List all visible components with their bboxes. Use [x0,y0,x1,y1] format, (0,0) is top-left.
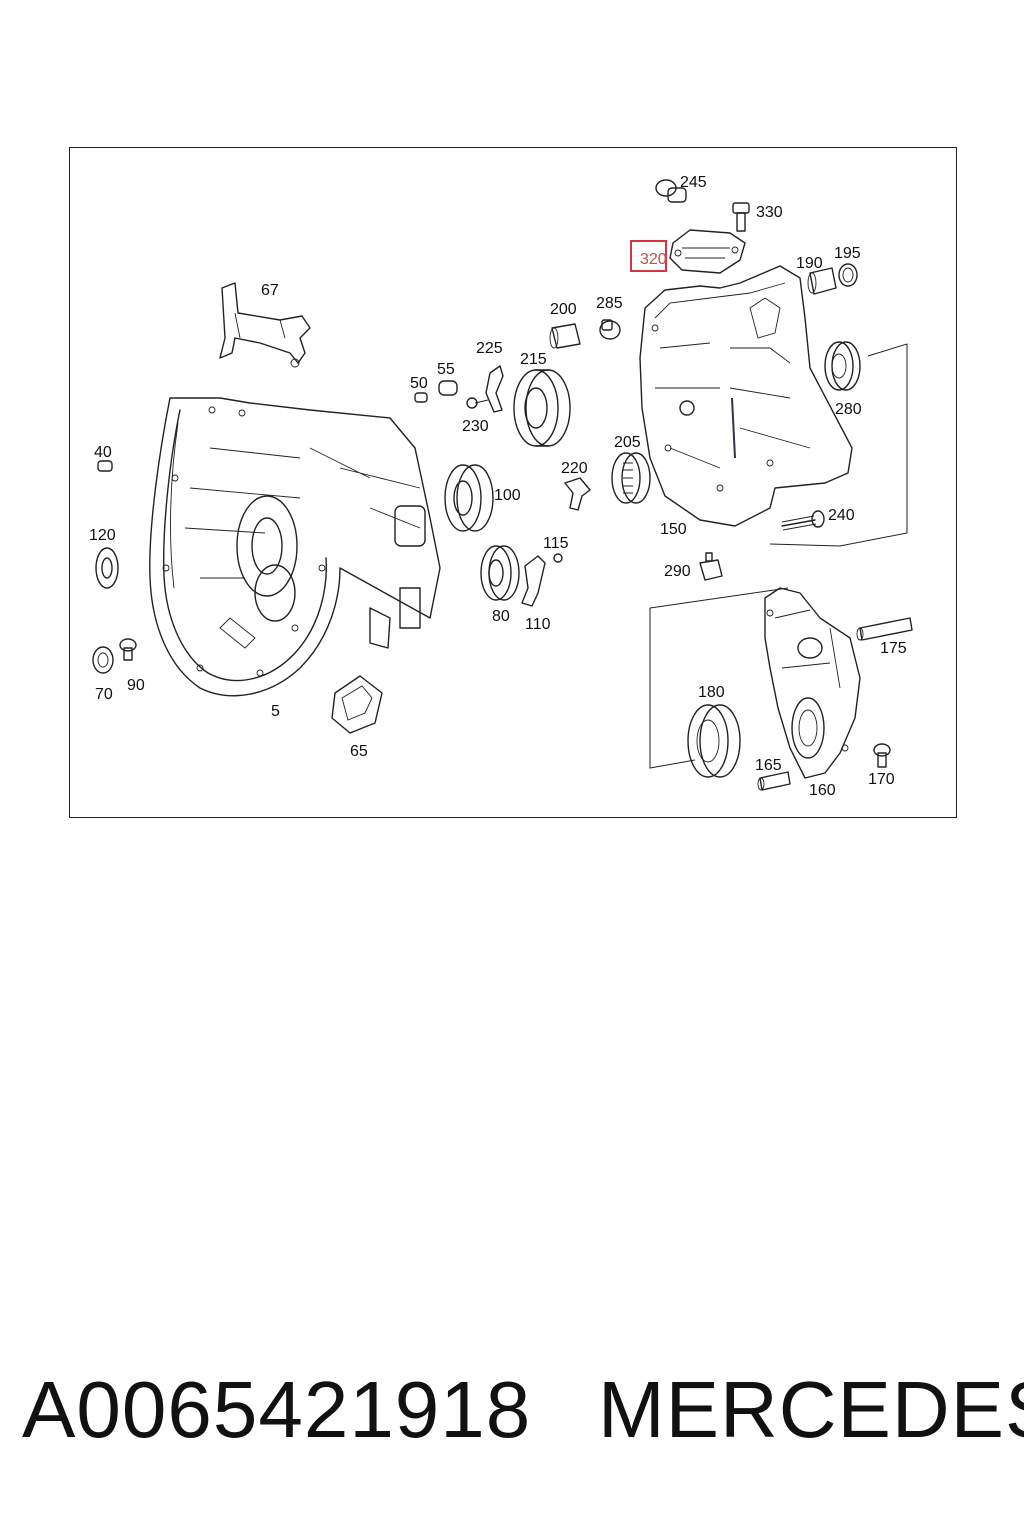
callout-5: 5 [271,703,280,720]
part-70-cap [92,646,114,674]
part-330-bolt [732,202,750,232]
callout-245: 245 [680,174,707,191]
callout-70: 70 [95,686,113,703]
part-220-fork [564,477,591,511]
part-195-ring [838,263,858,287]
callout-150: 150 [660,521,687,538]
part-80-bearing [480,545,520,601]
part-200-bushing [549,323,581,349]
part-110-link [521,555,546,607]
brand-name: MERCEDES [598,1365,1024,1454]
callout-195: 195 [834,245,861,262]
part-120-seal [95,547,119,589]
parts-diagram: 245 330 320 190 195 67 200 285 225 215 5… [69,147,957,818]
part-175-pin [856,617,913,641]
callout-225: 225 [476,340,503,357]
callout-330: 330 [756,204,783,221]
callout-290: 290 [664,563,691,580]
callout-190: 190 [796,255,823,272]
part-150-transmission-case [639,265,853,527]
part-205-roller-bearing [611,452,651,504]
part-170-bolt [873,743,891,768]
callout-67: 67 [261,282,279,299]
part-100-bearing [444,464,494,532]
part-225-lever [485,365,504,413]
part-280-seal [824,341,861,391]
callout-240: 240 [828,507,855,524]
part-160-rear-housing [764,587,861,779]
part-115-screw [553,553,563,563]
callout-50: 50 [410,375,428,392]
callout-160: 160 [809,782,836,799]
callout-180: 180 [698,684,725,701]
part-5-bell-housing [149,397,441,697]
part-230-screw [466,397,489,409]
callout-280: 280 [835,401,862,418]
callout-220: 220 [561,460,588,477]
part-165-pin [757,771,791,791]
highlight-box-320 [630,240,667,272]
part-215-bearing [513,369,571,447]
part-180-seal [687,704,741,778]
part-number: A0065421918 [22,1365,532,1454]
part-240-bolt [781,510,825,531]
callout-115: 115 [543,535,569,552]
part-65-mount [331,675,383,734]
callout-80: 80 [492,608,510,625]
part-245-plug [655,179,687,203]
leader-line-160-group [649,587,789,769]
part-285-plug [599,319,621,340]
callout-165: 165 [755,757,782,774]
part-190-sleeve [807,267,837,295]
part-320-cover [669,229,746,274]
callout-230: 230 [462,418,489,435]
callout-110: 110 [525,616,551,633]
part-55-bushing [438,380,458,396]
part-50-pin [414,392,428,403]
callout-175: 175 [880,640,907,657]
callout-285: 285 [596,295,623,312]
part-40-pin [97,460,113,472]
callout-205: 205 [614,434,641,451]
callout-120: 120 [89,527,116,544]
part-290-sensor [699,552,723,581]
callout-170: 170 [868,771,895,788]
callout-90: 90 [127,677,145,694]
part-67-bracket [219,282,311,368]
callout-215: 215 [520,351,547,368]
leader-line-280-group [769,343,908,547]
callout-55: 55 [437,361,455,378]
callout-320: 320 [640,251,667,268]
part-90-bolt [119,638,137,661]
callout-100: 100 [494,487,521,504]
callout-65: 65 [350,743,368,760]
callout-200: 200 [550,301,577,318]
callout-40: 40 [94,444,112,461]
